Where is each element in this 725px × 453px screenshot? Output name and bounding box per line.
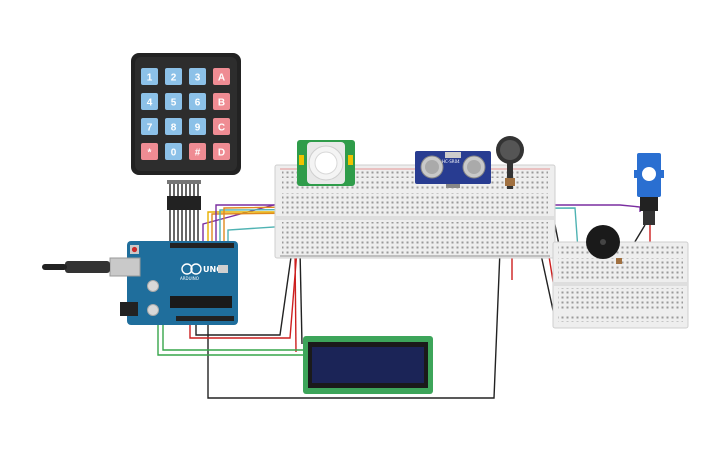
keypad-4x4[interactable]: 1 2 3 A 4 5 6 B 7 8 9 C * 0 # D bbox=[131, 53, 241, 243]
keypad-key-label: 3 bbox=[195, 73, 201, 84]
small-breadboard bbox=[552, 241, 689, 329]
keypad-key-c[interactable] bbox=[213, 118, 230, 135]
keypad-key-label: 8 bbox=[171, 123, 177, 134]
arduino-model-label: UNO bbox=[203, 265, 223, 274]
keypad-key-label: # bbox=[195, 148, 201, 159]
keypad-key-3[interactable] bbox=[189, 68, 206, 85]
keypad-key-label: * bbox=[148, 148, 152, 159]
servo-motor[interactable] bbox=[634, 153, 664, 225]
keypad-key-label: 7 bbox=[147, 123, 153, 134]
main-breadboard bbox=[274, 164, 556, 259]
keypad-key-hash[interactable] bbox=[189, 143, 206, 160]
keypad-key-label: 9 bbox=[195, 123, 201, 134]
keypad-key-label: 1 bbox=[147, 73, 153, 84]
pir-sensor[interactable] bbox=[297, 140, 355, 186]
keypad-key-2[interactable] bbox=[165, 68, 182, 85]
wire-red-lcd-2[interactable] bbox=[294, 249, 297, 353]
keypad-key-7[interactable] bbox=[141, 118, 158, 135]
wire-red-lcd[interactable] bbox=[189, 249, 298, 339]
wire-black-lcd[interactable] bbox=[195, 249, 293, 336]
keypad-key-9[interactable] bbox=[189, 118, 206, 135]
keypad-key-label: D bbox=[218, 148, 225, 159]
wire-black-lcd-2[interactable] bbox=[299, 249, 303, 345]
lcd-16x2[interactable] bbox=[303, 336, 433, 394]
keypad-key-8[interactable] bbox=[165, 118, 182, 135]
keypad-keys: 1 2 3 A 4 5 6 B 7 8 9 C * 0 # D bbox=[141, 68, 230, 160]
force-sensor[interactable] bbox=[496, 136, 524, 189]
keypad-key-6[interactable] bbox=[189, 93, 206, 110]
keypad-key-1[interactable] bbox=[141, 68, 158, 85]
arduino-brand-label: ARDUINO bbox=[180, 276, 199, 281]
keypad-key-label: 5 bbox=[171, 98, 177, 109]
keypad-connector bbox=[167, 180, 201, 243]
keypad-key-label: A bbox=[218, 73, 225, 84]
keypad-key-a[interactable] bbox=[213, 68, 230, 85]
keypad-key-5[interactable] bbox=[165, 93, 182, 110]
keypad-key-0[interactable] bbox=[165, 143, 182, 160]
keypad-key-label: 0 bbox=[171, 148, 177, 159]
ultrasonic-sensor[interactable]: HC-SR04 bbox=[415, 151, 491, 188]
keypad-key-label: 4 bbox=[147, 98, 153, 109]
keypad-key-star[interactable] bbox=[141, 143, 158, 160]
keypad-key-d[interactable] bbox=[213, 143, 230, 160]
keypad-key-label: 2 bbox=[171, 73, 177, 84]
arduino-uno[interactable]: UNO ARDUINO bbox=[42, 241, 238, 325]
piezo-buzzer[interactable] bbox=[586, 225, 622, 264]
keypad-key-label: 6 bbox=[195, 98, 201, 109]
keypad-key-4[interactable] bbox=[141, 93, 158, 110]
keypad-key-label: B bbox=[218, 98, 225, 109]
keypad-key-label: C bbox=[218, 123, 225, 134]
arduino-logo-icon bbox=[181, 263, 202, 275]
keypad-key-b[interactable] bbox=[213, 93, 230, 110]
ultrasonic-label: HC-SR04 bbox=[442, 159, 460, 164]
